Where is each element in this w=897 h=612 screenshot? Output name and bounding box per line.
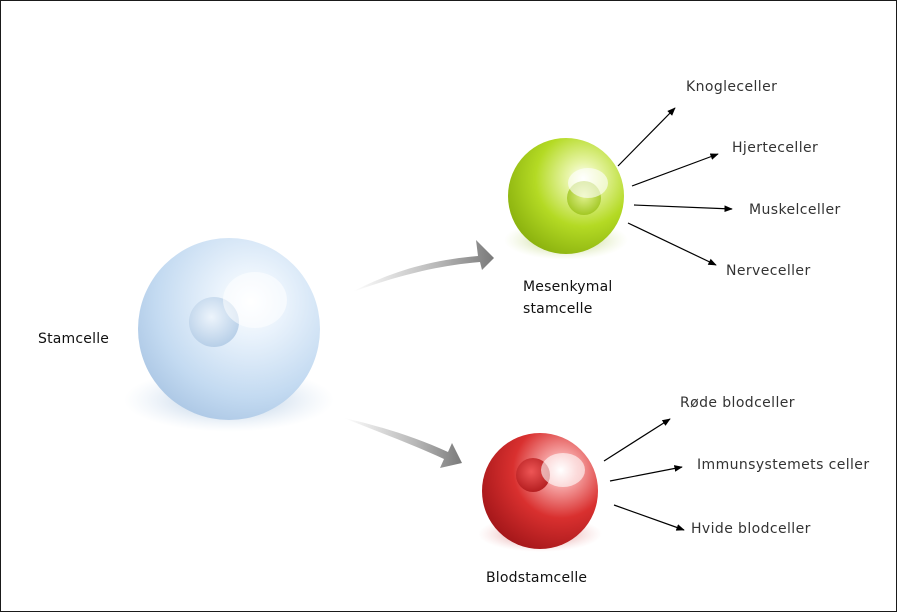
arrow-to-rode-blodceller — [604, 419, 670, 461]
leaf-label-knogleceller: Knogleceller — [686, 79, 777, 95]
arrow-to-knogleceller — [618, 108, 675, 166]
arrow-to-hjerteceller — [632, 154, 718, 186]
curved-arrow-to-mesenchymal — [352, 240, 494, 292]
leaf-label-muskelceller: Muskelceller — [749, 202, 841, 218]
mesenchymal-stem-cell-sphere — [504, 138, 628, 260]
stem-cell-sphere — [124, 238, 334, 432]
arrow-to-muskelceller — [634, 205, 732, 209]
leaf-label-rode-blodceller: Røde blodceller — [680, 395, 795, 411]
leaf-label-immunsystemets-celler: Immunsystemets celler — [697, 457, 869, 473]
mesenchymal-label: Mesenkymal stamcelle — [523, 276, 612, 320]
mesenchymal-label-line1: Mesenkymal — [523, 276, 612, 298]
root-label: Stamcelle — [38, 331, 109, 347]
mesenchymal-label-line2: stamcelle — [523, 298, 612, 320]
leaf-label-hjerteceller: Hjerteceller — [732, 140, 818, 156]
leaf-label-nerveceller: Nerveceller — [726, 263, 811, 279]
arrow-to-nerveceller — [628, 223, 716, 265]
arrow-to-hvide-blodceller — [614, 505, 684, 530]
leaf-label-hvide-blodceller: Hvide blodceller — [691, 521, 811, 537]
arrow-to-immunsystemets-celler — [610, 467, 682, 481]
blood-stem-cell-sphere — [478, 433, 602, 552]
curved-arrow-to-blood — [344, 418, 462, 468]
blood-stem-cell-label: Blodstamcelle — [486, 570, 587, 586]
